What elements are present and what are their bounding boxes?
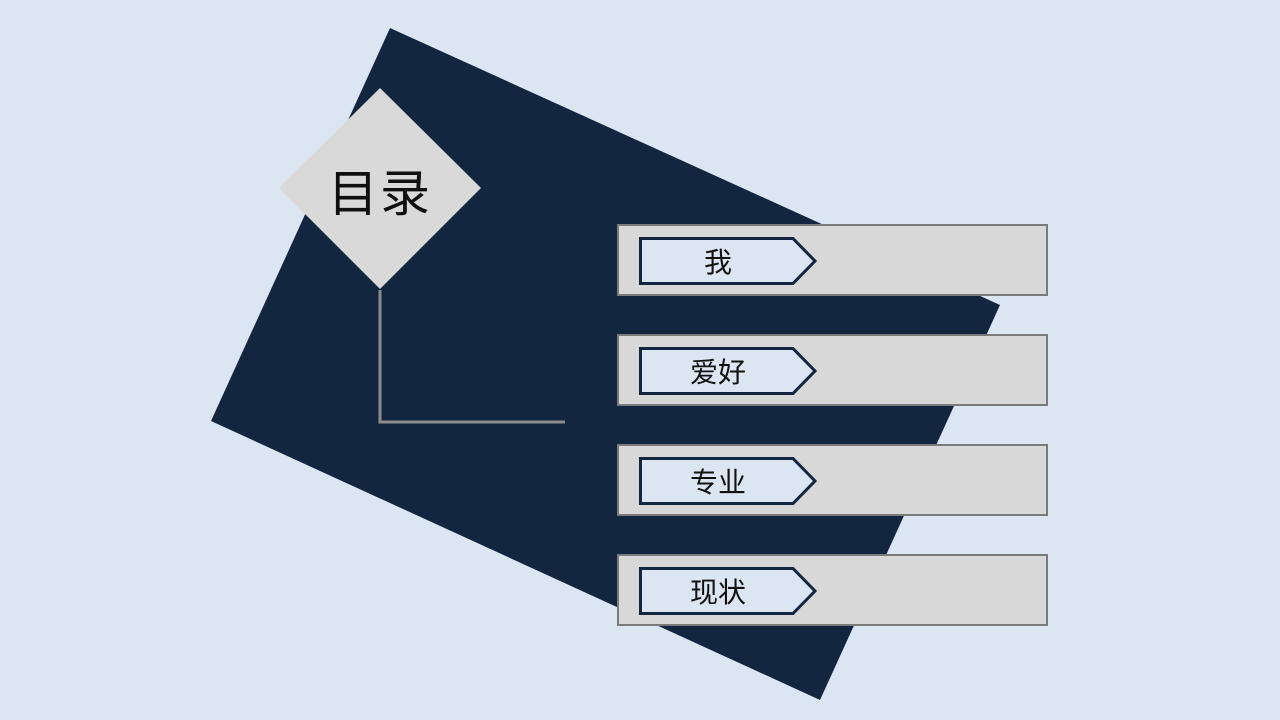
toc-item-label: 我 — [703, 246, 732, 279]
toc-item-label: 爱好 — [689, 356, 746, 389]
toc-item-major[interactable]: 专业 — [617, 444, 1048, 516]
toc-item-bar — [617, 334, 1048, 406]
toc-item-tag: 爱好 — [639, 347, 817, 395]
title-diamond — [279, 88, 481, 289]
toc-item-status[interactable]: 现状 — [617, 554, 1048, 626]
toc-title: 目录 — [328, 165, 432, 223]
arrow-tag-icon — [639, 237, 817, 285]
arrow-tag-icon — [639, 457, 817, 505]
toc-item-me[interactable]: 我 — [617, 224, 1048, 296]
toc-item-hobbies[interactable]: 爱好 — [617, 334, 1048, 406]
toc-item-label: 专业 — [689, 466, 746, 499]
arrow-tag-icon — [639, 567, 817, 615]
connector-line — [378, 290, 565, 424]
toc-item-label: 现状 — [689, 576, 746, 609]
arrow-tag-icon — [639, 347, 817, 395]
toc-item-tag: 我 — [639, 237, 817, 285]
toc-item-tag: 现状 — [639, 567, 817, 615]
toc-item-tag: 专业 — [639, 457, 817, 505]
